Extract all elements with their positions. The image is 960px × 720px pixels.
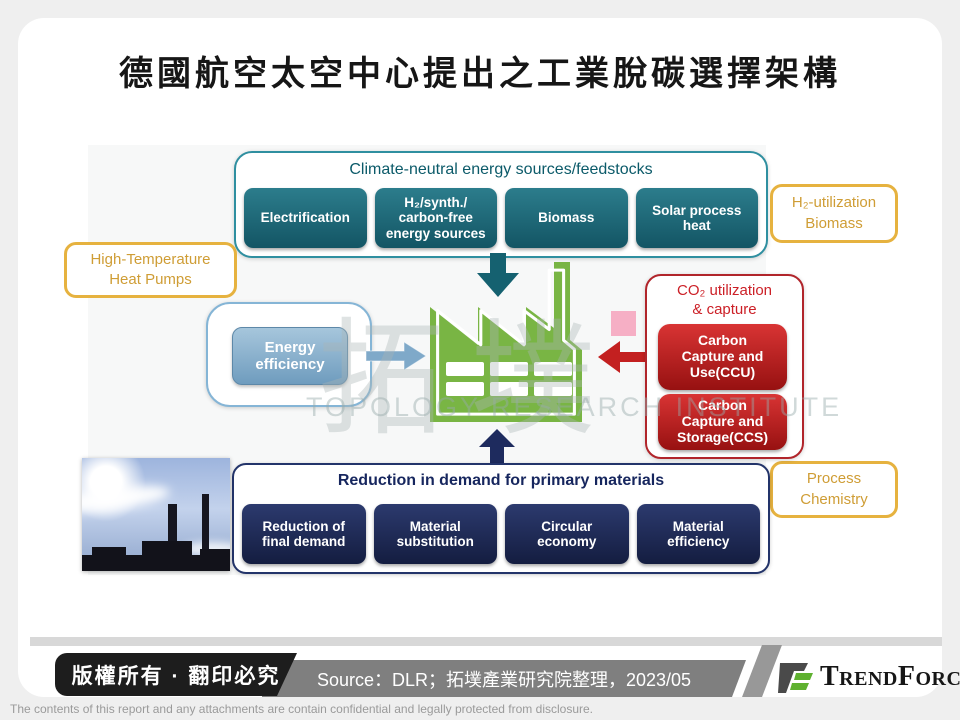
climate-neutral-group: Climate-neutral energy sources/feedstock… <box>234 151 768 258</box>
h2-synth-button: H₂/synth./ carbon-free energy sources <box>374 188 497 248</box>
copyright-banner: 版權所有 · 翻印必究 <box>55 653 297 696</box>
pink-square <box>611 311 636 336</box>
smokestack-photo <box>82 458 230 571</box>
ground-silhouette <box>82 555 230 571</box>
ccs-button: Carbon Capture and Storage(CCS) <box>658 394 787 450</box>
trendforce-logo-text: TrendForce <box>820 661 960 692</box>
page-title: 德國航空太空中心提出之工業脫碳選擇架構 <box>119 54 841 94</box>
trendforce-logo: TrendForce <box>778 656 960 698</box>
left-arrow-icon <box>598 341 650 373</box>
chimney-silhouette <box>168 504 177 554</box>
trendforce-logo-icon <box>778 663 813 693</box>
energy-efficiency-group: Energy efficiency <box>206 302 372 407</box>
energy-efficiency-button: Energy efficiency <box>232 327 348 385</box>
primary-materials-group: Reduction in demand for primary material… <box>232 463 770 574</box>
factory-icon <box>430 262 582 422</box>
down-arrow-icon <box>477 253 519 297</box>
solar-process-heat-button: Solar process heat <box>635 188 758 248</box>
process-chemistry-label: Process Chemistry <box>770 461 898 518</box>
co2-group: CO₂ utilization & capture Carbon Capture… <box>645 274 804 459</box>
primary-materials-buttons: Reduction of final demand Material subst… <box>242 504 760 564</box>
heat-pumps-label: High-Temperature Heat Pumps <box>64 242 237 298</box>
climate-neutral-buttons: Electrification H₂/synth./ carbon-free e… <box>244 188 758 248</box>
source-bar: Source：DLR；拓墣產業研究院整理，2023/05 <box>262 660 746 697</box>
biomass-button: Biomass <box>505 188 628 248</box>
up-arrow-icon <box>479 429 515 467</box>
climate-neutral-heading: Climate-neutral energy sources/feedstock… <box>349 161 653 178</box>
right-arrow-icon <box>366 342 426 370</box>
h2-utilization-label: H₂-utilization Biomass <box>770 184 898 243</box>
co2-heading: CO₂ utilization & capture <box>676 282 773 318</box>
footer-watermark-strip <box>30 637 942 646</box>
ccu-button: Carbon Capture and Use(CCU) <box>658 324 787 390</box>
circular-economy-button: Circular economy <box>505 504 629 564</box>
primary-materials-heading: Reduction in demand for primary material… <box>337 472 665 489</box>
material-substitution-button: Material substitution <box>373 504 497 564</box>
electrification-button: Electrification <box>244 188 367 248</box>
final-demand-button: Reduction of final demand <box>242 504 366 564</box>
disclaimer-text: The contents of this report and any atta… <box>10 702 593 716</box>
chimney-silhouette-2 <box>202 494 209 556</box>
material-efficiency-button: Material efficiency <box>636 504 760 564</box>
